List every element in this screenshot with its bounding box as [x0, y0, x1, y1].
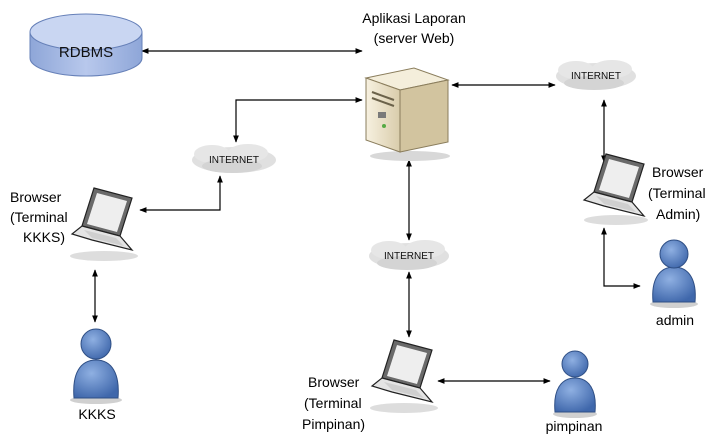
link-server-left-cloud: [233, 97, 363, 143]
person-icon: [553, 350, 597, 418]
cloud-label-center: INTERNET: [384, 251, 434, 262]
link-admin-laptop-user: [601, 227, 641, 289]
user-kkks: KKKS: [70, 328, 122, 422]
cloud-label-right: INTERNET: [571, 71, 621, 82]
server: Aplikasi Laporan (server Web): [362, 10, 466, 161]
user-admin-label: admin: [656, 312, 694, 328]
terminal-kkks-line2: (Terminal: [10, 209, 68, 225]
terminal-pimpinan-line3: Pimpinan): [302, 416, 365, 432]
terminal-pimpinan: Browser (Terminal Pimpinan): [302, 339, 438, 432]
terminal-kkks-line3: KKKS): [23, 229, 65, 245]
terminal-admin-line3: Admin): [656, 206, 700, 222]
user-pimpinan: pimpinan: [546, 350, 603, 434]
terminal-admin-line1: Browser: [652, 164, 704, 180]
terminal-kkks: Browser (Terminal KKKS): [10, 187, 138, 261]
terminal-kkks-line1: Browser: [10, 189, 62, 205]
server-title-line2: (server Web): [374, 30, 455, 46]
internet-cloud-right: INTERNET: [556, 60, 636, 90]
internet-cloud-left: INTERNET: [192, 144, 276, 173]
terminal-admin-line2: (Terminal: [648, 185, 706, 201]
person-icon: [650, 239, 698, 308]
connectors: [92, 48, 641, 384]
laptop-icon: [582, 153, 648, 225]
database: RDBMS: [29, 13, 143, 77]
user-pimpinan-label: pimpinan: [546, 418, 603, 434]
link-left-cloud-kkks-laptop: [139, 175, 223, 213]
user-admin: admin: [650, 239, 698, 328]
cloud-icon: [192, 144, 276, 173]
internet-cloud-center: INTERNET: [369, 240, 449, 270]
terminal-pimpinan-line2: (Terminal: [304, 395, 362, 411]
database-label: RDBMS: [59, 44, 113, 61]
cloud-label-left: INTERNET: [209, 155, 259, 166]
laptop-icon: [70, 187, 138, 261]
database-icon: [29, 13, 143, 77]
person-icon: [70, 328, 122, 404]
user-kkks-label: KKKS: [78, 406, 115, 422]
terminal-admin: Browser (Terminal Admin): [582, 153, 706, 225]
server-title-line1: Aplikasi Laporan: [362, 10, 466, 26]
cloud-icon: [556, 60, 636, 90]
cloud-icon: [369, 240, 449, 270]
server-icon: [364, 67, 450, 161]
terminal-pimpinan-line1: Browser: [308, 374, 360, 390]
laptop-icon: [370, 339, 438, 413]
